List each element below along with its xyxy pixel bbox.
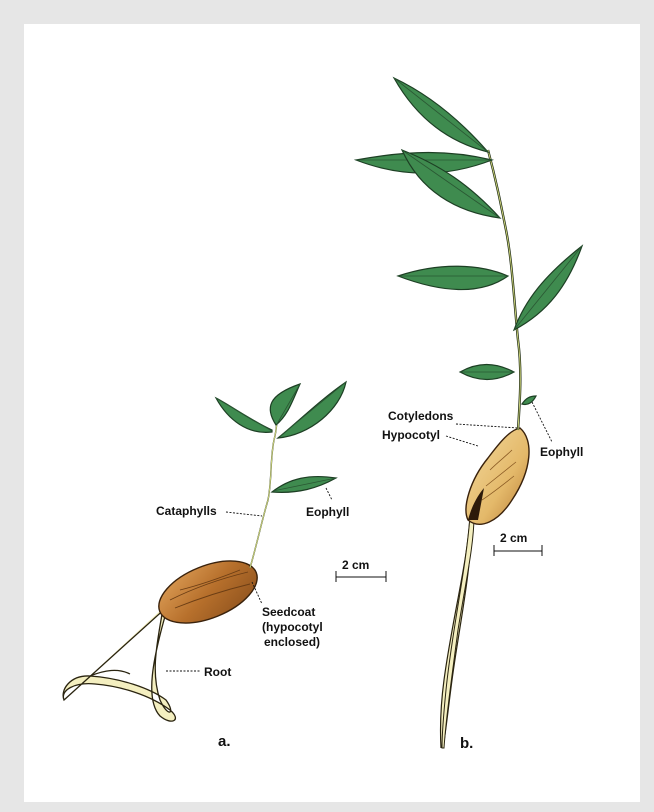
label-seedcoat-3: enclosed) [264, 635, 320, 649]
leaf-b-mid-left [398, 266, 508, 289]
scale-bar-b-label: 2 cm [500, 531, 527, 545]
leaf-a2 [270, 384, 300, 425]
label-seedcoat-1: Seedcoat [262, 605, 315, 619]
panel-label-a: a. [218, 733, 231, 750]
scale-bar-b: 2 cm [494, 531, 542, 556]
label-seedcoat-2: (hypocotyl [262, 620, 323, 634]
label-hypocotyl: Hypocotyl [382, 428, 440, 442]
scale-bar-a: 2 cm [336, 558, 386, 582]
label-eophyll-a: Eophyll [306, 505, 349, 519]
scale-bar-a-label: 2 cm [342, 558, 369, 572]
seedcoat-a [150, 548, 266, 635]
label-root: Root [204, 665, 231, 679]
panel-label-b: b. [460, 735, 473, 752]
eophyll-b [522, 396, 536, 405]
root-a [63, 606, 175, 721]
label-eophyll-b: Eophyll [540, 445, 583, 459]
label-cotyledons: Cotyledons [388, 409, 454, 423]
label-cataphylls: Cataphylls [156, 504, 217, 518]
